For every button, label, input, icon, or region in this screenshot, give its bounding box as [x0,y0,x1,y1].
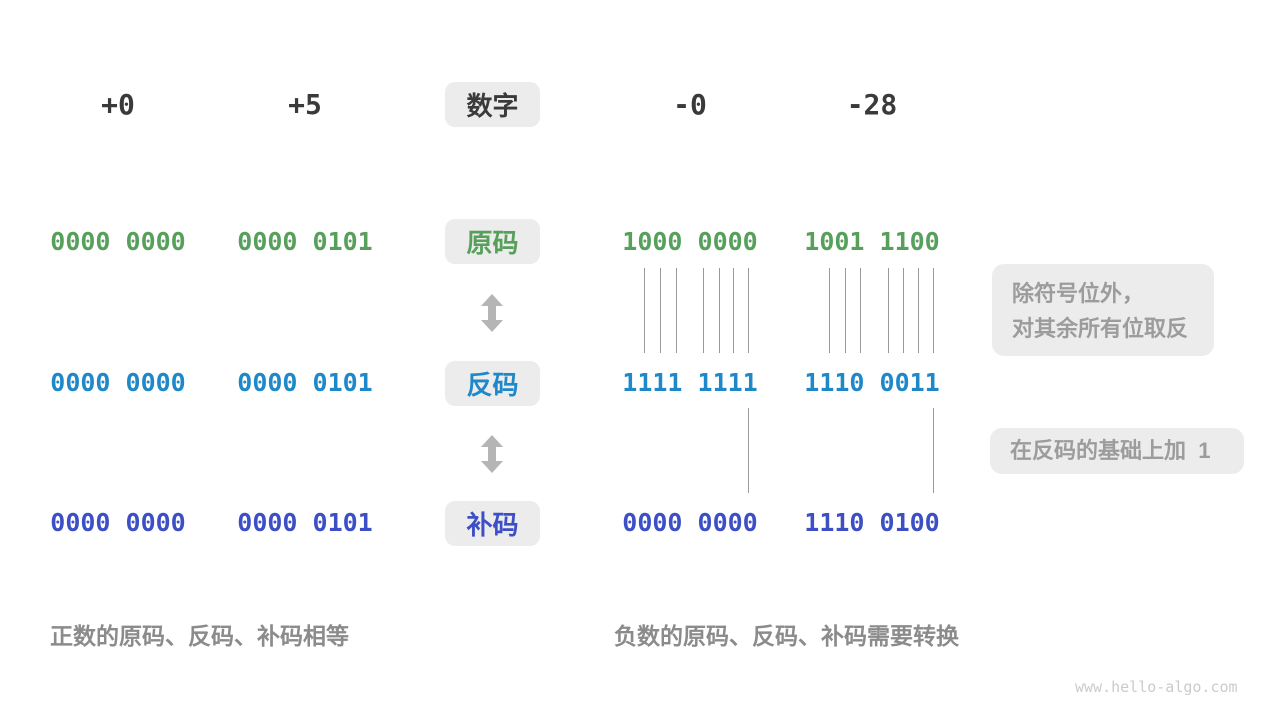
connector-line [933,268,934,353]
website-watermark: www.hello-algo.com [1075,678,1238,696]
twos-complement-plus-zero: 0000 0000 [50,508,186,537]
add-one-note: 在反码的基础上加 1 [990,428,1244,474]
connector-line [644,268,645,353]
ones-complement-plus-five: 0000 0101 [237,368,373,397]
invert-bits-note: 除符号位外， 对其余所有位取反 [992,264,1214,356]
connector-line [829,268,830,353]
sign-magnitude-minus-28: 1001 1100 [804,227,940,256]
twos-complement-minus-28: 1110 0100 [804,508,940,537]
sign-magnitude-plus-zero: 0000 0000 [50,227,186,256]
header-value-minus-zero: -0 [673,88,707,121]
header-value-plus-five: +5 [288,88,322,121]
number-label-box: 数字 [445,82,540,127]
connector-line [676,268,677,353]
header-value-plus-zero: +0 [101,88,135,121]
connector-line [703,268,704,353]
connector-line [660,268,661,353]
connector-line [918,268,919,353]
connector-line [719,268,720,353]
twos-complement-plus-five: 0000 0101 [237,508,373,537]
sign-magnitude-minus-zero: 1000 0000 [622,227,758,256]
connector-line [733,268,734,353]
sign-magnitude-plus-five: 0000 0101 [237,227,373,256]
ones-complement-minus-zero: 1111 1111 [622,368,758,397]
connector-line [888,268,889,353]
connector-line [845,268,846,353]
connector-line-minus-28 [933,408,934,493]
twos-complement-label-box: 补码 [445,501,540,546]
invert-bits-note-line2: 对其余所有位取反 [1012,316,1189,341]
connector-line [903,268,904,353]
invert-bits-note-line1: 除符号位外， [1012,281,1145,306]
sign-magnitude-label-box: 原码 [445,219,540,264]
ones-complement-minus-28: 1110 0011 [804,368,940,397]
positive-numbers-caption: 正数的原码、反码、补码相等 [50,623,349,649]
ones-complement-plus-zero: 0000 0000 [50,368,186,397]
up-down-arrow-icon [481,435,503,473]
negative-numbers-caption: 负数的原码、反码、补码需要转换 [614,623,959,649]
connector-line [860,268,861,353]
connector-line [748,268,749,353]
ones-complement-label-box: 反码 [445,361,540,406]
header-value-minus-28: -28 [846,88,898,121]
up-down-arrow-icon [481,294,503,332]
connector-line-minus-zero [748,408,749,493]
twos-complement-minus-zero: 0000 0000 [622,508,758,537]
